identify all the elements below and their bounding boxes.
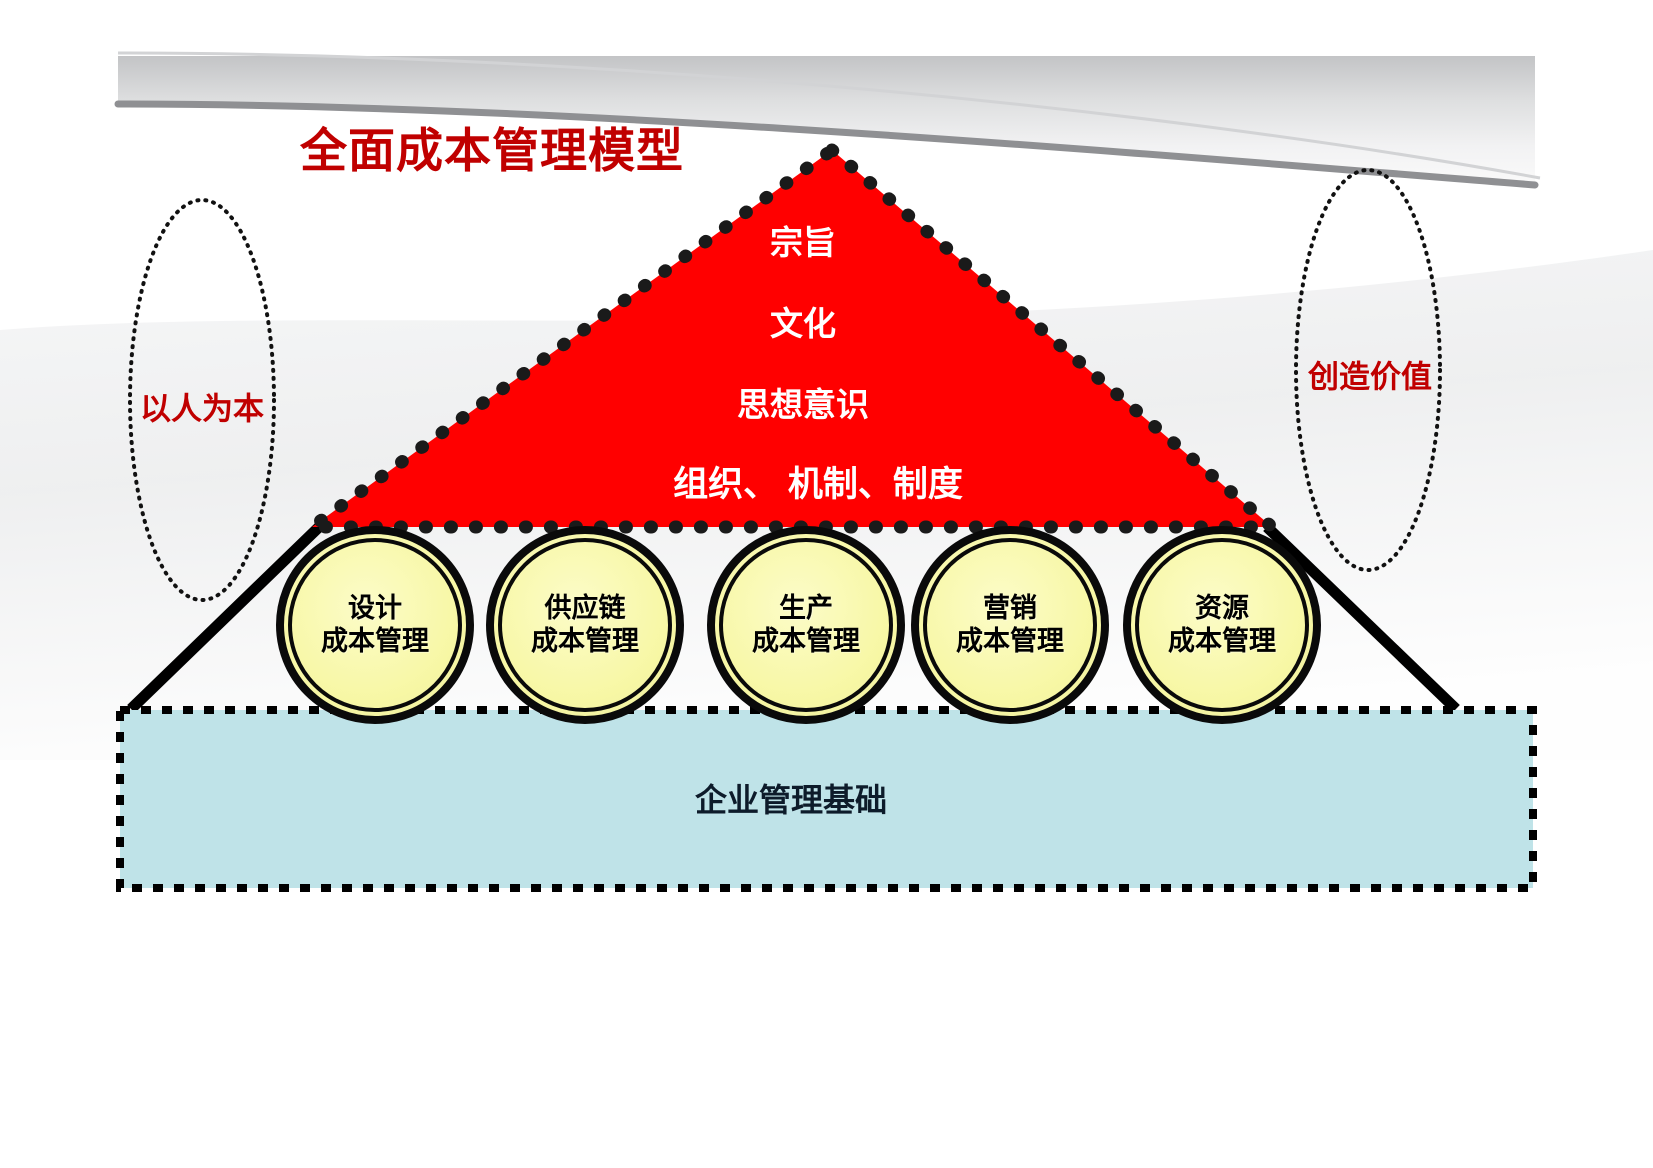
- base-rectangle: [116, 706, 1537, 892]
- right-dotted-ellipse: [1294, 168, 1442, 572]
- pyramid-shape: [291, 141, 1290, 534]
- pillar-circle[interactable]: [1123, 526, 1321, 724]
- gray-swoosh-band: [114, 51, 1541, 189]
- pillar-circles: [276, 526, 1321, 724]
- pyramid-base-legs: [127, 523, 1460, 713]
- pillar-circle[interactable]: [486, 526, 684, 724]
- pillar-circle[interactable]: [276, 526, 474, 724]
- left-dotted-ellipse: [128, 198, 276, 602]
- pillar-circle[interactable]: [707, 526, 905, 724]
- pillar-circle[interactable]: [911, 526, 1109, 724]
